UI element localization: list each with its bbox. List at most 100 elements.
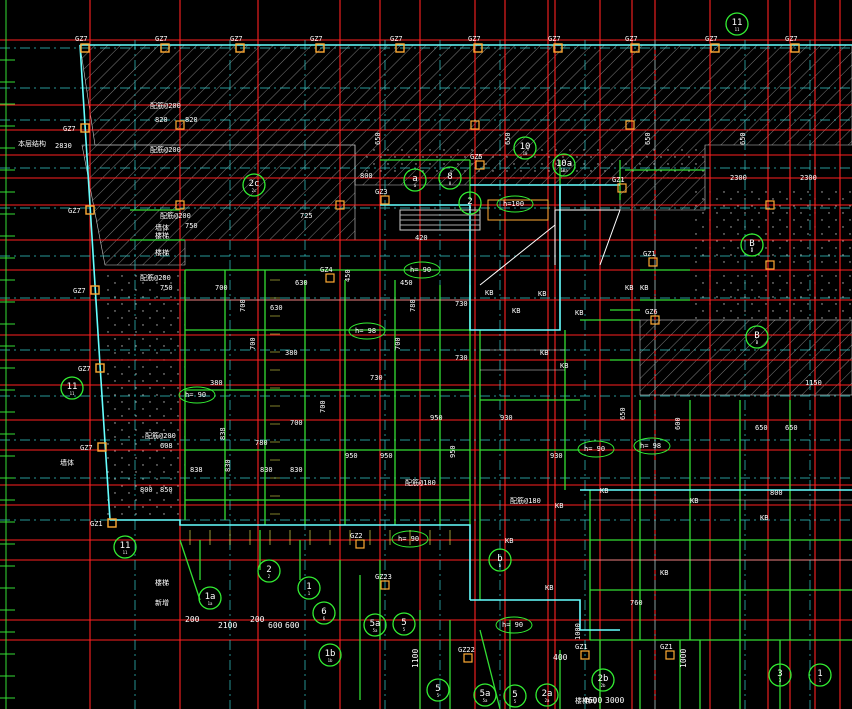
axis-bubble — [513, 136, 537, 160]
column-label: GZ7 — [230, 35, 243, 43]
axis-bubble-sub: 8 — [449, 181, 452, 186]
room-dimension: 1000 — [574, 623, 582, 640]
axis-bubble — [403, 168, 427, 192]
axis-bubble-label: 6 — [321, 607, 326, 617]
axis-bubble-sub: 5a — [483, 698, 488, 703]
axis-bubble — [113, 535, 137, 559]
room-dimension: 700 — [319, 400, 327, 413]
axis-bubble-label: 2 — [266, 565, 271, 575]
axis-bubble-sub: 2a — [545, 698, 550, 703]
bottom-dimension: 200 — [185, 615, 200, 624]
axis-bubble-sub: 2c — [252, 188, 257, 193]
axis-bubble-label: 11 — [67, 382, 78, 392]
bottom-dimension: 2100 — [218, 621, 237, 630]
slab-thickness-mark: h= 90 — [410, 266, 431, 274]
column-label: GZ1 — [643, 250, 656, 258]
column-label: GZ4 — [320, 266, 333, 274]
drawing-note: 楼梯 — [155, 248, 169, 257]
beam-mark: 650 — [374, 132, 382, 145]
slab-thickness-mark: h= 98 — [640, 442, 661, 450]
room-dimension: 630 — [295, 279, 308, 287]
column-marker — [90, 285, 100, 295]
column-label: GZ2 — [350, 532, 363, 540]
column-label: GZ7 — [310, 35, 323, 43]
axis-bubble — [242, 173, 266, 197]
kb-mark: KB — [545, 584, 553, 592]
column-marker — [175, 200, 185, 210]
bottom-dimension: 1100 — [411, 649, 420, 668]
beam-mark: 838 — [190, 466, 203, 474]
axis-bubble — [438, 166, 462, 190]
slab-thickness-ellipse — [348, 322, 386, 340]
slab-thickness-ellipse — [496, 195, 534, 213]
column-marker — [97, 442, 107, 452]
column-marker — [630, 43, 640, 53]
axis-bubble — [745, 325, 769, 349]
room-dimension: 830 — [224, 459, 232, 472]
kb-mark: KB — [660, 569, 668, 577]
room-dimension: 380 — [285, 349, 298, 357]
slab-thickness-ellipse — [495, 616, 533, 634]
beam-mark: 800 — [140, 486, 153, 494]
stair-symbol — [399, 199, 621, 286]
slab-thickness-ellipse — [577, 440, 615, 458]
axis-bubble-label: 2c — [249, 179, 260, 189]
axis-bubble-sub: 5 — [403, 627, 406, 632]
beam-mark: 650 — [504, 132, 512, 145]
axis-bubble — [392, 612, 416, 636]
rebar-note: 配筋@200 — [150, 101, 181, 110]
column-marker — [395, 43, 405, 53]
column-label: GZ7 — [75, 35, 88, 43]
room-dimension: 830 — [290, 466, 303, 474]
column-label: GZ7 — [155, 35, 168, 43]
room-dimension: 630 — [270, 304, 283, 312]
beam-mark: 850 — [160, 486, 173, 494]
beam-mark: 820 — [185, 116, 198, 124]
beam-mark: 750 — [185, 222, 198, 230]
beam-mark: 2830 — [55, 142, 72, 150]
axis-bubble-sub: 5a — [373, 628, 378, 633]
room-dimension: 780 — [409, 299, 417, 312]
building-outline — [79, 44, 852, 631]
drawing-note: 墙体 — [60, 458, 74, 467]
column-marker — [648, 257, 658, 267]
axis-bubble-sub: 11 — [70, 391, 75, 396]
axis-bubble-sub: b — [499, 563, 502, 568]
room-dimension: 950 — [430, 414, 443, 422]
slab-thickness-ellipse — [403, 261, 441, 279]
room-dimension: 380 — [210, 379, 223, 387]
axis-bubble — [297, 576, 321, 600]
beam-mark: 608 — [160, 442, 173, 450]
beam-mark: 725 — [300, 212, 313, 220]
axis-bubble-sub: 2 — [268, 574, 271, 579]
rebar-note: 配筋@200 — [150, 145, 181, 154]
column-label: GZ7 — [548, 35, 561, 43]
axis-bubble — [725, 12, 749, 36]
axis-bubble-label: 10a — [556, 159, 572, 169]
beam-mark: 2300 — [730, 174, 747, 182]
column-label: GZ7 — [468, 35, 481, 43]
drawing-note: 本层结构 — [18, 139, 46, 148]
room-dimension: 760 — [630, 599, 643, 607]
bottom-dimension: 400 — [553, 653, 568, 662]
axis-bubble — [591, 668, 615, 692]
column-marker — [335, 200, 345, 210]
column-label: GZ7 — [80, 444, 93, 452]
room-dimension: 650 — [785, 424, 798, 432]
rebar-note: 配筋@180 — [405, 478, 436, 487]
axis-bubble-sub: 10a — [560, 168, 568, 173]
room-dimension: 650 — [755, 424, 768, 432]
axis-bubble-sub: a — [414, 183, 417, 188]
room-dimension: 830 — [260, 466, 273, 474]
axis-bubble-label: B — [754, 331, 759, 341]
column-marker — [625, 120, 635, 130]
axis-bubble — [318, 643, 342, 667]
axis-bubble-label: 8 — [447, 172, 452, 182]
room-dimension: 700 — [290, 419, 303, 427]
column-marker — [475, 160, 485, 170]
kb-mark: KB — [600, 487, 608, 495]
axis-bubble-sub: B — [751, 248, 754, 253]
column-marker — [650, 315, 660, 325]
